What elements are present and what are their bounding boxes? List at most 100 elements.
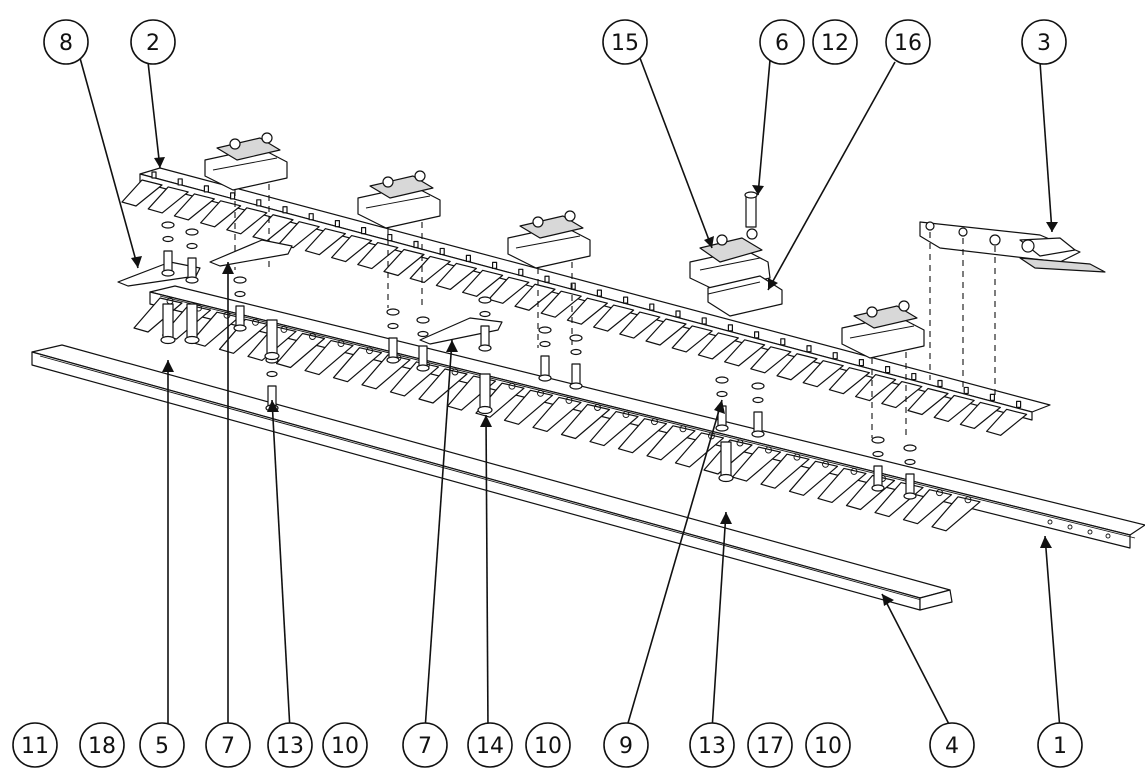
fastener-stack — [715, 376, 729, 432]
knife-section — [959, 401, 1002, 429]
callout-13a: 13 — [267, 722, 313, 768]
guard-finger — [560, 403, 611, 440]
guard-finger — [674, 432, 725, 468]
callout-5: 5 — [139, 722, 185, 768]
knife-section — [592, 304, 635, 332]
svg-text:11: 11 — [21, 734, 49, 759]
knife-section — [278, 221, 320, 249]
guard-bolt — [366, 347, 373, 355]
guard-bolt — [565, 396, 573, 404]
knife-section — [645, 318, 687, 346]
knife-rivet — [596, 289, 603, 297]
knife-section — [435, 262, 477, 290]
svg-text:10: 10 — [534, 734, 562, 759]
knife-rivet — [361, 227, 367, 235]
svg-text:17: 17 — [756, 734, 784, 759]
knife-rivet — [282, 206, 288, 214]
knife-section — [462, 269, 504, 297]
fastener-stack — [185, 228, 199, 284]
knife-rivet — [727, 324, 734, 332]
knife-section — [723, 339, 766, 367]
knife-rivet — [649, 303, 655, 311]
knife-section — [304, 228, 346, 256]
callout-8: 8 — [43, 19, 89, 65]
bolt-part-6 — [744, 191, 758, 228]
fastener-stack — [233, 276, 247, 332]
svg-text:1: 1 — [1053, 734, 1067, 759]
callout-9: 9 — [603, 722, 649, 768]
guard-bolt — [736, 439, 744, 447]
leader-lines — [79, 57, 1061, 732]
svg-text:14: 14 — [476, 734, 504, 759]
long-bolt — [264, 319, 280, 361]
callout-10c: 10 — [805, 722, 851, 768]
svg-text:4: 4 — [945, 734, 959, 759]
svg-text:10: 10 — [331, 734, 359, 759]
svg-text:8: 8 — [59, 31, 73, 56]
guard-bolt — [850, 467, 858, 475]
knife-section — [566, 297, 609, 325]
svg-text:9: 9 — [619, 734, 633, 759]
knife-section — [671, 325, 713, 353]
bar-part-4 — [31, 344, 953, 611]
knife-rivet — [151, 171, 157, 179]
knife-section — [488, 276, 530, 304]
long-bolt — [477, 373, 493, 415]
guard-finger — [760, 453, 810, 489]
callout-10a: 10 — [322, 722, 368, 768]
svg-text:10: 10 — [814, 734, 842, 759]
knife-rivet — [334, 220, 340, 228]
knife-section — [383, 248, 425, 277]
spacer-part-16 — [707, 275, 783, 317]
guard-bolt — [679, 425, 687, 433]
knife-rivet — [937, 379, 943, 388]
guard-bolt — [451, 368, 459, 376]
knife-rivet — [622, 296, 629, 304]
knife-section — [776, 353, 818, 381]
knife-rivet — [413, 240, 419, 249]
knife-section — [226, 207, 268, 235]
svg-text:18: 18 — [88, 734, 116, 759]
callout-6: 6 — [759, 19, 805, 65]
knife-section — [854, 374, 897, 402]
knife-section — [619, 311, 661, 339]
svg-text:12: 12 — [821, 31, 849, 56]
knife-rivet — [1015, 400, 1022, 408]
knife-rivet — [701, 317, 707, 325]
guard-finger — [731, 446, 782, 482]
knife-rivet — [308, 213, 314, 221]
knife-rivet — [256, 199, 262, 207]
fastener-stack — [569, 334, 583, 390]
fastener-stack — [478, 296, 492, 352]
guard-finger — [788, 460, 839, 496]
hold-down-clip — [507, 210, 591, 348]
guard-bolt — [508, 382, 516, 390]
guard-bolt — [622, 411, 630, 419]
wear-plate-part-7b — [419, 317, 503, 345]
knife-rivet — [675, 310, 681, 318]
knife-bar-part-2 — [139, 167, 1051, 421]
knife-section — [147, 186, 189, 214]
callout-14: 14 — [467, 722, 513, 768]
guard-bolt — [280, 325, 288, 333]
knife-rivet — [387, 233, 393, 242]
wear-plate-part-7a — [209, 239, 293, 267]
guard-bolt — [793, 453, 801, 461]
guard-bolt — [964, 496, 972, 504]
guard-finger — [646, 425, 696, 461]
fastener-stack — [161, 221, 175, 277]
callout-10b: 10 — [525, 722, 571, 768]
guard-bolt — [337, 340, 345, 348]
knife-rivet — [780, 338, 786, 346]
knife-section — [750, 346, 792, 374]
callout-15: 15 — [602, 19, 648, 65]
callout-2: 2 — [130, 19, 176, 65]
guard-finger — [589, 411, 639, 447]
guard-finger — [931, 496, 981, 532]
hold-down-clip — [357, 170, 441, 308]
guard-finger — [902, 489, 953, 525]
knife-section — [907, 387, 949, 416]
knife-rivet — [806, 345, 812, 353]
callout-1: 1 — [1037, 722, 1083, 768]
